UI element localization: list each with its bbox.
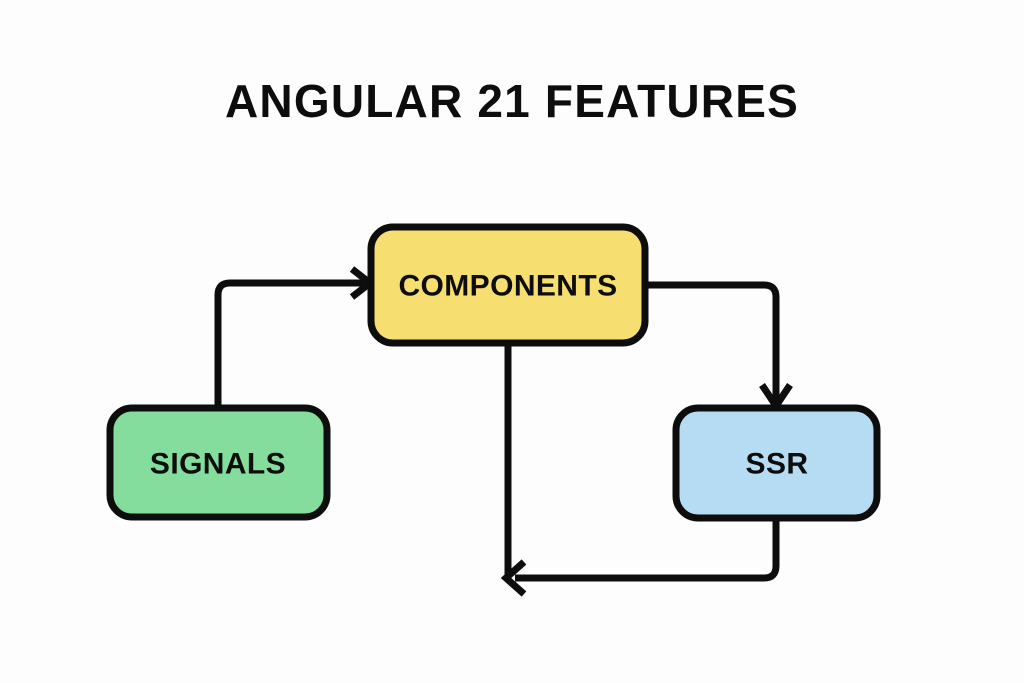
node-components[interactable]: COMPONENTS <box>367 223 649 347</box>
node-ssr[interactable]: SSR <box>672 404 881 522</box>
edge-signals-to-components <box>214 266 376 408</box>
node-signals-label: SIGNALS <box>150 448 286 481</box>
node-signals-shape[interactable] <box>106 404 331 521</box>
node-signals[interactable]: SIGNALS <box>106 404 331 521</box>
edge-signals-to-components-line <box>214 279 364 408</box>
page-title: ANGULAR 21 FEATURES <box>225 75 799 127</box>
edge-ssr-return-line <box>515 518 780 582</box>
node-components-label: COMPONENTS <box>398 270 617 303</box>
node-ssr-label: SSR <box>746 448 809 481</box>
edge-components-to-ssr-line <box>645 281 780 401</box>
node-ssr-shape[interactable] <box>672 404 881 522</box>
edge-components-to-ssr <box>645 281 793 413</box>
node-components-shape[interactable] <box>367 223 649 347</box>
edge-ssr-to-components-return <box>500 518 780 597</box>
